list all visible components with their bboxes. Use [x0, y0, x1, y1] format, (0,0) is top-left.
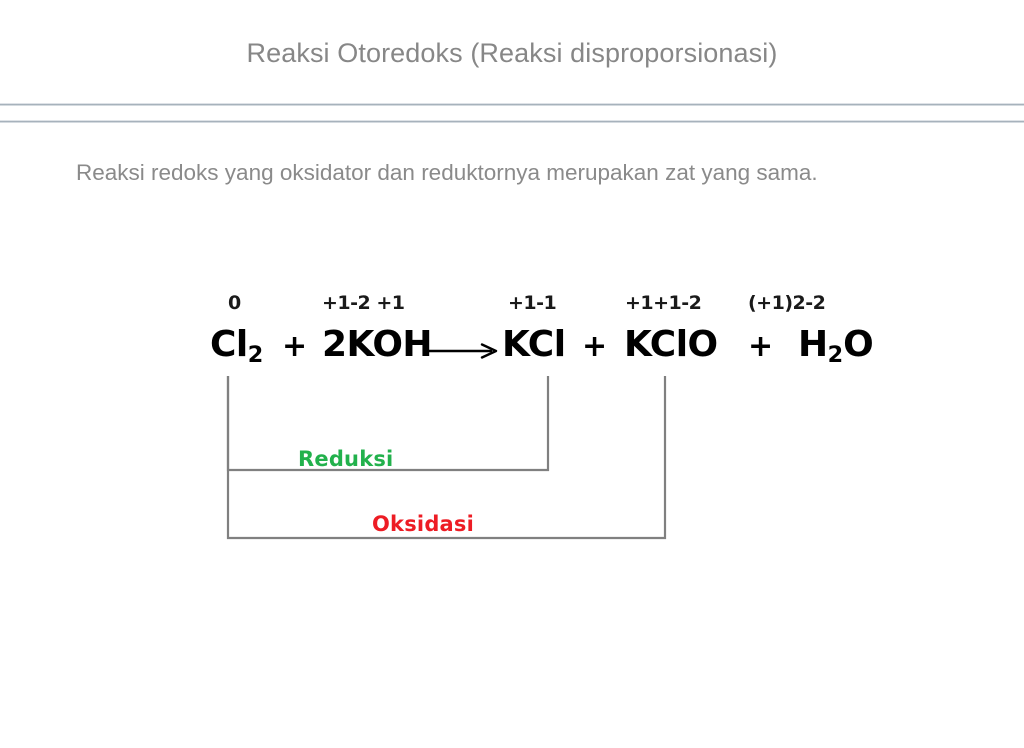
species-h2o: H2O — [798, 324, 874, 369]
plus-sign: + — [282, 329, 308, 364]
species-h2o-tail: O — [843, 324, 874, 365]
oxidation-number: +1-2 +1 — [322, 292, 405, 314]
oxidation-number: +1-1 — [508, 292, 557, 314]
label-oksidasi: Oksidasi — [372, 512, 475, 536]
plus-sign: + — [582, 329, 608, 364]
species-h2o-subscript: 2 — [827, 342, 844, 369]
label-reduksi: Reduksi — [298, 447, 394, 471]
species-h2o-formula: H — [798, 324, 828, 365]
header-divider-top — [0, 103, 1024, 106]
bracket-oksidasi — [226, 376, 667, 540]
oxidation-number: +1+1-2 — [625, 292, 702, 314]
plus-sign: + — [748, 329, 774, 364]
species-kcl: KCl — [502, 324, 566, 365]
reaction-figure: 0 +1-2 +1 +1-1 +1+1-2 (+1)2-2 Cl2 + 2KOH… — [200, 280, 900, 555]
species-kclo: KClO — [624, 324, 718, 365]
species-cl2-formula: Cl — [210, 324, 248, 365]
electron-transfer-brackets — [226, 376, 667, 540]
oxidation-number: 0 — [228, 292, 241, 314]
species-cl2: Cl2 — [210, 324, 263, 368]
header-divider-bottom — [0, 120, 1024, 123]
body-paragraph: Reaksi redoks yang oksidator dan redukto… — [76, 160, 818, 185]
species-koh: 2KOH — [322, 324, 433, 365]
species-cl2-subscript: 2 — [247, 342, 264, 369]
page-title: Reaksi Otoredoks (Reaksi disproporsionas… — [246, 38, 778, 68]
oxidation-number: (+1)2-2 — [748, 292, 826, 314]
reaction-arrow-icon — [426, 343, 498, 359]
